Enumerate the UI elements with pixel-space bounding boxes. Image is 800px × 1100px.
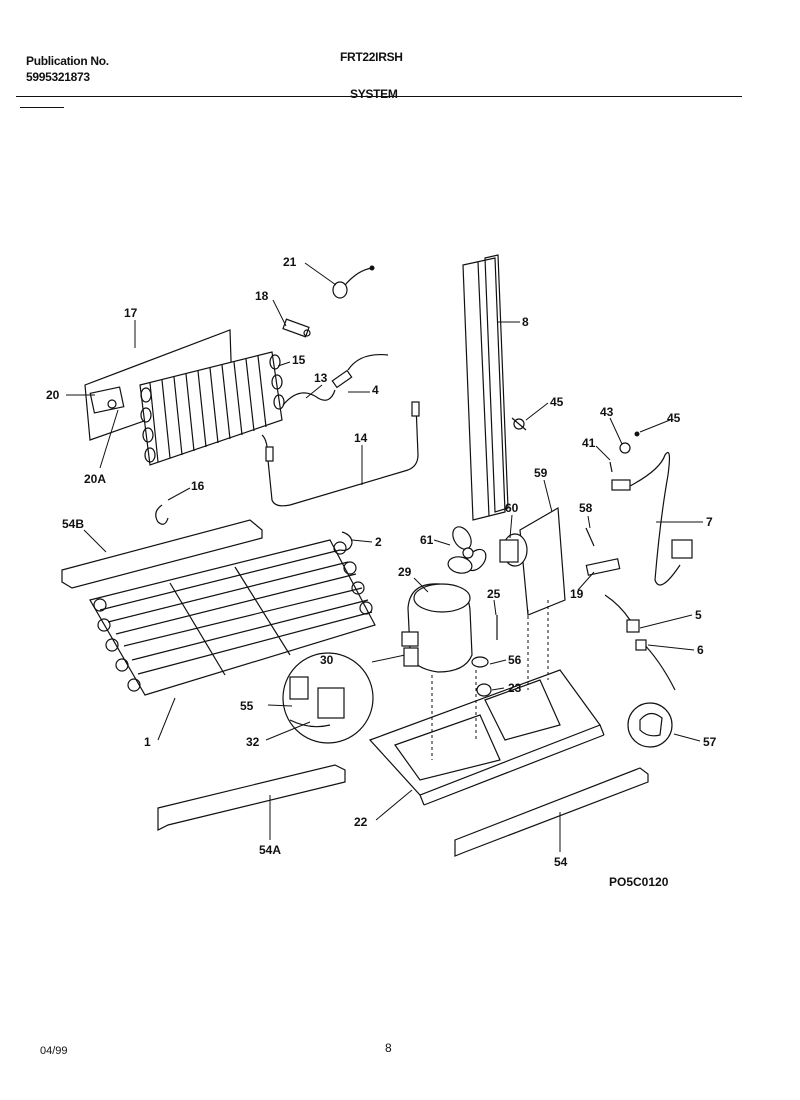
publication-number: 5995321873 <box>26 70 90 84</box>
callout-21: 21 <box>283 255 297 269</box>
channel-8 <box>462 254 509 521</box>
callout-17: 17 <box>124 306 138 320</box>
callout-23: 23 <box>508 681 522 695</box>
callout-15: 15 <box>292 353 306 367</box>
compressor <box>401 583 473 673</box>
callout-58: 58 <box>579 501 593 515</box>
connector-18 <box>282 318 311 338</box>
harness-loop <box>332 265 375 299</box>
grommet-56 <box>471 656 489 668</box>
clip-16 <box>155 504 169 525</box>
callout-8: 8 <box>522 315 529 329</box>
power-cord <box>611 451 693 586</box>
callout-25: 25 <box>487 587 501 601</box>
fan-blade <box>447 526 487 574</box>
callout-1: 1 <box>144 735 151 749</box>
callout-54: 54 <box>554 855 568 869</box>
callout-54b: 54B <box>62 517 84 531</box>
header-rule <box>16 96 742 97</box>
fan-bracket <box>519 507 566 616</box>
base-pan <box>368 669 605 806</box>
screw-58 <box>585 527 595 547</box>
callout-59: 59 <box>534 466 548 480</box>
callout-56: 56 <box>508 653 522 667</box>
footer-date: 04/99 <box>40 1045 68 1057</box>
model-number: FRT22IRSH <box>340 50 403 64</box>
header-rule-short <box>20 107 64 108</box>
callout-45-right: 45 <box>667 411 681 425</box>
screw-45-right <box>634 431 640 437</box>
screw-45-left <box>511 417 527 431</box>
fan-motor <box>499 533 528 567</box>
callout-43: 43 <box>600 405 614 419</box>
callout-6: 6 <box>697 643 704 657</box>
callout-5: 5 <box>695 608 702 622</box>
callout-18: 18 <box>255 289 269 303</box>
callout-29: 29 <box>398 565 412 579</box>
clip-57 <box>627 702 673 748</box>
capillary-tube-drier <box>282 353 389 406</box>
callout-30: 30 <box>320 653 334 667</box>
assembly-lines <box>431 600 549 760</box>
diagram-code: PO5C0120 <box>609 875 669 889</box>
callout-57: 57 <box>703 735 717 749</box>
suction-tube <box>261 401 420 507</box>
rail-54 <box>454 767 649 857</box>
callout-41: 41 <box>582 436 596 450</box>
callout-54a: 54A <box>259 843 281 857</box>
callout-16: 16 <box>191 479 205 493</box>
condenser-coil <box>139 351 285 466</box>
callout-2: 2 <box>375 535 382 549</box>
footer-page-number: 8 <box>385 1041 392 1055</box>
callout-7: 7 <box>706 515 713 529</box>
screw-41 <box>609 461 613 473</box>
callout-45-left: 45 <box>550 395 564 409</box>
callout-19: 19 <box>570 587 584 601</box>
leader-lines <box>66 262 703 852</box>
relay-overload-inset <box>282 652 374 744</box>
callout-20: 20 <box>46 388 60 402</box>
callout-55: 55 <box>240 699 254 713</box>
evaporator <box>89 539 376 696</box>
bracket-54b <box>61 519 263 589</box>
callout-60: 60 <box>505 501 519 515</box>
callout-61: 61 <box>420 533 434 547</box>
callout-4: 4 <box>372 383 379 397</box>
grommet-43 <box>619 442 631 454</box>
callout-22: 22 <box>354 815 368 829</box>
rail-54a <box>157 764 346 831</box>
section-title: SYSTEM <box>350 87 398 101</box>
wire-connectors <box>604 594 676 691</box>
grommet-23 <box>476 683 492 697</box>
callout-13: 13 <box>314 371 328 385</box>
callout-32: 32 <box>246 735 260 749</box>
callout-20a: 20A <box>84 472 106 486</box>
publication-label: Publication No. <box>26 54 109 68</box>
tube-19 <box>585 558 621 576</box>
condenser-clip <box>89 386 125 414</box>
inset-leader <box>371 654 406 663</box>
callout-14: 14 <box>354 431 368 445</box>
